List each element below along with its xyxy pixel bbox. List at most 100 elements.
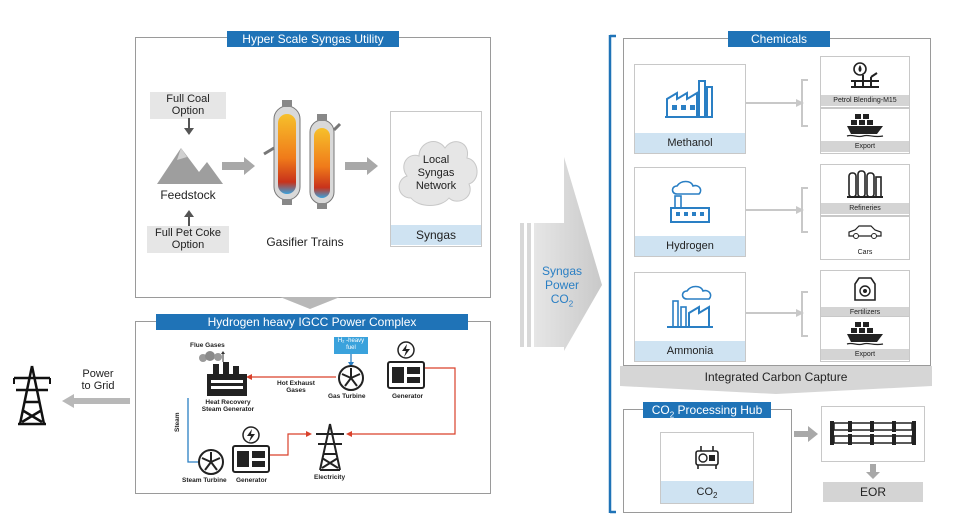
ship-icon <box>846 114 884 138</box>
syngas-utility-title: Hyper Scale Syngas Utility <box>227 31 399 47</box>
full-pet-coke-line2: Option <box>171 239 205 251</box>
hrsg-label: Heat Recovery Steam Generator <box>197 399 259 413</box>
chemicals-title: Chemicals <box>728 31 830 47</box>
cars-label: Cars <box>821 247 909 258</box>
oil-pump-icon <box>851 62 879 88</box>
grid-line1: Power <box>82 368 114 380</box>
methanol-card: Methanol <box>634 64 746 154</box>
carbon-capture-label: Integrated Carbon Capture <box>704 370 848 384</box>
hub-title-co: CO <box>651 403 670 417</box>
flow-co-sub: 2 <box>568 299 574 309</box>
ammonia-plant-icon <box>667 285 713 328</box>
flow-label: Syngas Power CO2 <box>532 264 592 311</box>
electricity-tower-icon <box>316 423 344 471</box>
transmission-tower-icon <box>13 365 51 426</box>
network-line2: Syngas <box>417 167 455 179</box>
hub-title-sub: 2 <box>669 410 675 420</box>
export2-card: Export <box>820 316 910 362</box>
steam-turbine-icon <box>198 449 224 475</box>
generator-bottom-label: Generator <box>236 477 268 484</box>
hub-to-pipeline-arrow <box>794 426 818 442</box>
ammonia-label: Ammonia <box>635 341 745 361</box>
hrsg-icon <box>207 362 247 396</box>
hydrogen-plant-icon <box>670 180 710 223</box>
ammonia-card: Ammonia <box>634 272 746 362</box>
generator-top-icon <box>387 341 425 389</box>
hot-exhaust-line2: Gases <box>286 387 306 394</box>
export2-label: Export <box>821 349 909 360</box>
h2-fuel-box: H₂ -heavy fuel <box>334 337 368 354</box>
refineries-label: Refineries <box>821 203 909 214</box>
network-line1: Local <box>422 154 450 166</box>
co2-label-sub: 2 <box>713 491 718 501</box>
refineries-card: Refineries <box>820 164 910 216</box>
right-bracket <box>608 34 616 514</box>
flow-co: CO <box>550 292 569 306</box>
smoke-icon <box>199 351 225 362</box>
hot-exhaust-line1: Hot Exhaust <box>277 380 315 387</box>
full-coal-line2: Option <box>171 105 205 117</box>
fertilizers-label: Fertilizers <box>821 307 909 318</box>
compressor-icon <box>695 446 719 469</box>
steam-turbine-label: Steam Turbine <box>182 477 227 484</box>
export1-label: Export <box>821 141 909 152</box>
co2-card: CO2 <box>660 432 754 504</box>
export1-card: Export <box>820 108 910 154</box>
hub-title-rest: Processing Hub <box>674 403 763 417</box>
syngas-label: Syngas <box>391 225 481 245</box>
flue-gases-label: Flue Gases <box>190 342 225 349</box>
utility-to-igcc-arrow <box>280 297 340 309</box>
flow-line1: Syngas <box>541 264 583 278</box>
methanol-label: Methanol <box>635 133 745 153</box>
co2-hub-title: CO2 Processing Hub <box>643 402 771 420</box>
full-pet-coke-option: Full Pet Coke Option <box>147 226 229 253</box>
igcc-panel <box>135 321 491 494</box>
eor-box: EOR <box>823 482 923 502</box>
gas-turbine-icon <box>338 365 364 391</box>
generator-bottom-icon <box>232 426 270 473</box>
hydrogen-label: Hydrogen <box>635 236 745 256</box>
fertilizer-icon <box>854 277 876 301</box>
hot-exhaust-label: Hot Exhaust Gases <box>270 380 322 394</box>
hrsg-line1: Heat Recovery <box>205 399 251 406</box>
full-pet-coke-line1: Full Pet Coke <box>154 227 222 239</box>
h2-fuel-line1: H₂ -heavy <box>337 338 365 344</box>
hydrogen-card: Hydrogen <box>634 167 746 257</box>
generator-top-label: Generator <box>392 393 424 400</box>
gasifier-trains-label: Gasifier Trains <box>266 235 344 249</box>
grid-arrow <box>62 394 130 408</box>
flow-line2: Power <box>544 278 579 292</box>
full-coal-option: Full Coal Option <box>150 92 226 119</box>
petrol-blending-card: Petrol Blending-M15 <box>820 56 910 108</box>
big-flow-arrow <box>520 157 602 351</box>
hrsg-line2: Steam Generator <box>201 406 255 413</box>
petrol-blending-label: Petrol Blending-M15 <box>821 95 909 106</box>
fertilizers-card: Fertilizers <box>820 270 910 320</box>
flow-line3: CO2 <box>532 292 592 311</box>
electricity-label: Electricity <box>314 474 346 481</box>
car-icon <box>848 225 882 239</box>
full-coal-line1: Full Coal <box>166 93 210 105</box>
carbon-capture-band <box>620 366 932 394</box>
network-line3: Network <box>415 180 457 192</box>
mountain-icon <box>157 148 223 184</box>
cars-card: Cars <box>820 216 910 260</box>
ship-icon <box>846 322 884 346</box>
grid-line2: to Grid <box>81 380 115 392</box>
cloud-icon <box>398 141 478 206</box>
pipeline-card <box>821 406 925 462</box>
h2-fuel-line2: fuel <box>346 345 356 351</box>
syngas-network-label: Local Syngas Network <box>393 154 479 193</box>
refinery-icon <box>847 170 883 198</box>
feedstock-label: Feedstock <box>160 188 216 202</box>
igcc-title: Hydrogen heavy IGCC Power Complex <box>156 314 468 330</box>
co2-label: CO2 <box>661 481 753 503</box>
gasifier-icon <box>263 100 342 209</box>
co2-label-co: CO <box>696 486 714 498</box>
power-to-grid-label: Power to Grid <box>72 368 124 392</box>
factory-icon <box>665 80 713 118</box>
gas-turbine-label: Gas Turbine <box>328 393 366 400</box>
